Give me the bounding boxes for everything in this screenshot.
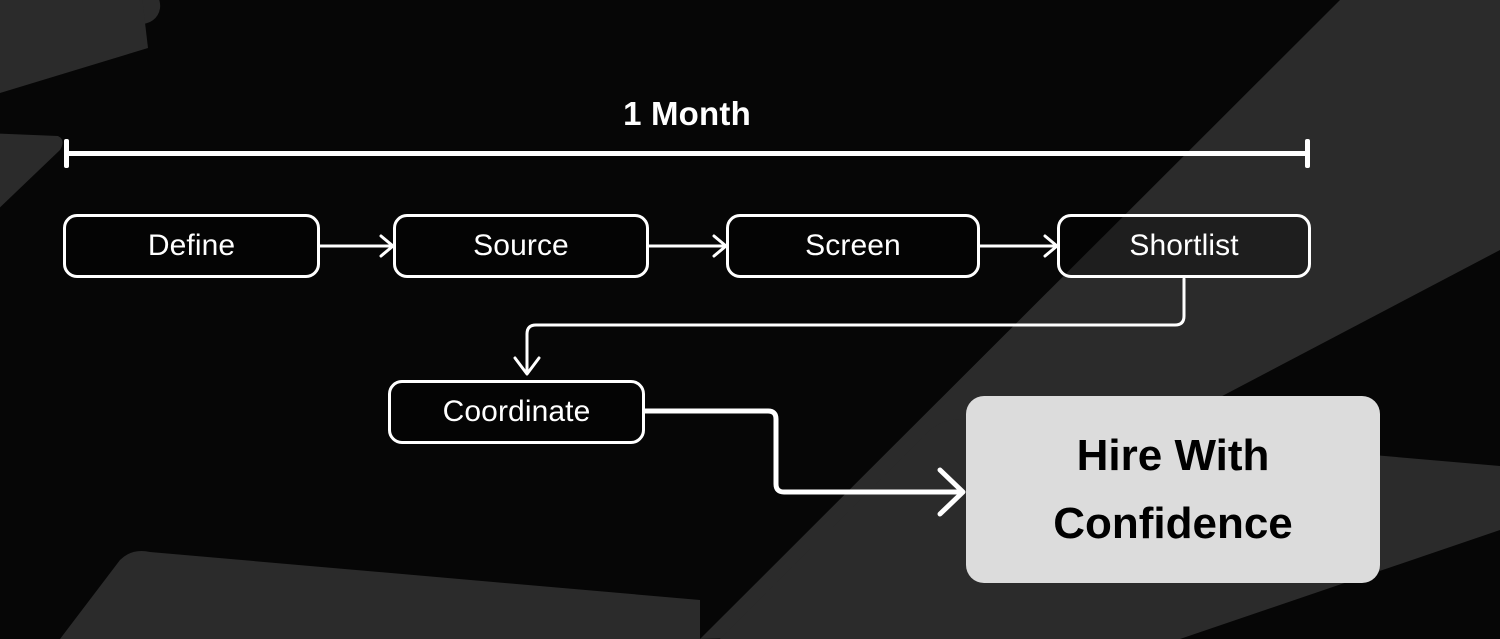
- node-screen-label: Screen: [805, 229, 901, 262]
- node-coordinate[interactable]: Coordinate: [388, 380, 645, 444]
- outcome-line-1: Hire With: [1076, 430, 1270, 480]
- node-define-label: Define: [147, 229, 236, 262]
- outcome-card[interactable]: Hire With Confidence: [966, 396, 1380, 583]
- decor-shape-left-wedge: [0, 133, 63, 208]
- connector-coordinate-to-outcome: [642, 408, 966, 517]
- node-source-label: Source: [473, 229, 569, 262]
- connector-screen-to-shortlist: [978, 234, 1060, 258]
- timeline-start-cap: [64, 139, 69, 168]
- node-screen[interactable]: Screen: [726, 214, 980, 278]
- outcome-line-2: Confidence: [1053, 498, 1293, 548]
- timeline-bar: [64, 151, 1310, 156]
- node-shortlist-label: Shortlist: [1129, 229, 1239, 262]
- decor-shape-bottom-left: [60, 551, 700, 639]
- connector-define-to-source: [318, 234, 396, 258]
- connector-source-to-screen: [647, 234, 729, 258]
- timeline-label: 1 Month: [623, 95, 751, 132]
- timeline-end-cap: [1305, 139, 1310, 168]
- node-source[interactable]: Source: [393, 214, 649, 278]
- node-coordinate-label: Coordinate: [442, 395, 591, 428]
- connector-shortlist-to-coordinate: [513, 277, 1186, 376]
- node-define[interactable]: Define: [63, 214, 320, 278]
- node-shortlist[interactable]: Shortlist: [1057, 214, 1311, 278]
